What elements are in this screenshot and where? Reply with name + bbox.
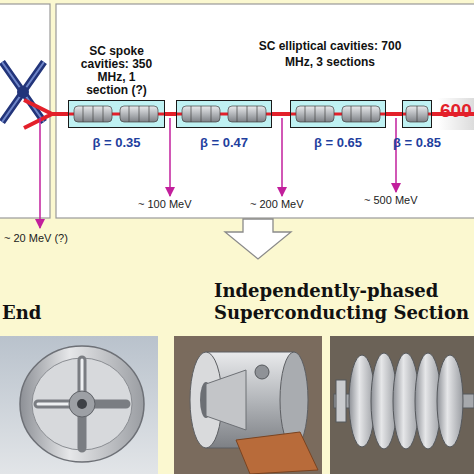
cavity-section: β = 0.65 [290,100,386,128]
spoke-cavity-photo [174,336,322,474]
beam-line [24,100,474,128]
spoke-cavity-photo [206,370,246,430]
linac-panel [56,4,474,218]
beta-label: β = 0.35 [92,135,140,150]
cryomodule-icons [83,106,417,122]
spoke-cavity-photo [77,399,87,409]
spoke-cavity-photo [0,336,158,474]
spoke-cavity-photo [32,358,132,450]
beam-line [272,112,290,116]
elliptical-cavity-photo [336,380,346,422]
energy-arrows [281,118,283,196]
front-end-panel [17,86,29,98]
cryomodule-icons [74,106,428,122]
energy-arrows [395,118,397,192]
energy-label: ~ 200 MeV [250,198,320,211]
spoke-cavity-photo [69,391,95,417]
energy-label: ~ 20 MeV (?) [4,232,94,245]
energy-arrows [40,118,396,228]
section-heading: SC spoke cavities: 350 MHz, 1 section (?… [76,45,158,97]
spoke-cavity-photo [255,365,269,379]
spoke-cavity-photo [236,432,318,474]
section-heading: SC elliptical cavities: 700 MHz, 3 secti… [255,38,405,70]
spoke-cavity-photo [174,336,322,474]
section-title: Independently-phased Superconducting Sec… [214,280,474,324]
front-end-panel [2,62,44,122]
elliptical-cavity-photo [330,336,474,474]
linac-panel [56,4,474,218]
cavity-section: β = 0.85 [402,100,432,128]
spoke-cavity-photo [0,336,158,474]
cavity-section: SC spoke cavities: 350 MHz, 1 section (?… [68,100,165,128]
cavity-box-fill [68,100,432,128]
hollow-arrow [225,219,291,259]
spoke-cavity-photo [38,360,126,448]
energy-arrows [169,118,171,196]
energy-value: 600 [440,100,474,122]
beta-label: β = 0.65 [314,135,362,150]
section-title: End [2,302,62,324]
energy-label: ~ 100 MeV [138,198,208,211]
energy-label: ~ 500 MeV [364,194,434,207]
cavity-section: β = 0.47 [176,100,272,128]
spoke-cavity-photo [20,346,144,462]
beta-label: β = 0.47 [200,135,248,150]
energy-arrows [39,118,41,228]
elliptical-cavity-photo [437,355,463,447]
beam-line [165,112,176,116]
beam-line [386,112,402,116]
hollow-arrow [225,219,291,259]
front-end-panel [2,62,44,122]
beam-line [24,100,474,128]
beta-label: β = 0.85 [393,135,441,150]
elliptical-cavity-photo [330,336,474,474]
